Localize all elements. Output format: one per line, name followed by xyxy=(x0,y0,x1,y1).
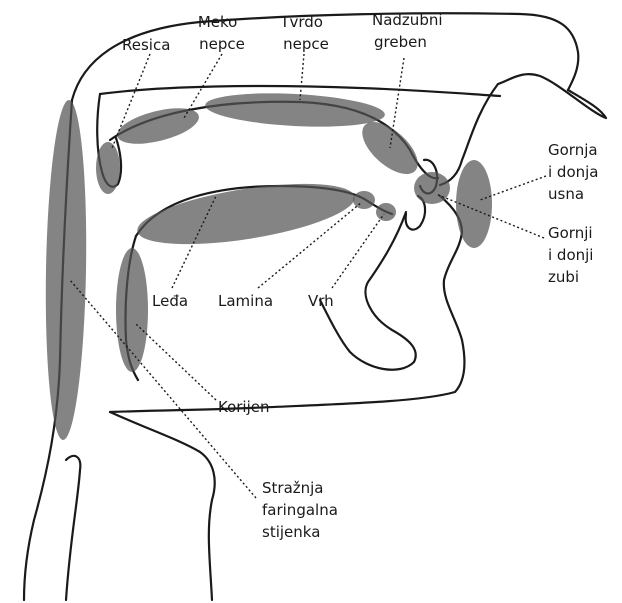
label-leda: Leđa xyxy=(152,292,188,310)
region-uvula xyxy=(96,142,120,194)
label-vrh: Vrh xyxy=(308,292,334,310)
region-pharyngeal-wall xyxy=(43,100,89,441)
articulator-regions xyxy=(43,89,492,440)
label-zubi: Gornji i donji zubi xyxy=(548,224,598,286)
throat-outline xyxy=(110,412,215,600)
jaw-outline xyxy=(320,212,416,370)
region-lips xyxy=(456,160,492,248)
region-hard-palate xyxy=(204,89,385,130)
labels: Resica Meko nepce Tvrdo nepce Nadzubni g… xyxy=(122,11,603,541)
region-dorsum xyxy=(133,172,358,256)
nose-outline xyxy=(498,74,606,118)
label-stijenka: Stražnja faringalna stijenka xyxy=(262,479,343,541)
label-korijen: Korijen xyxy=(218,398,270,416)
region-teeth xyxy=(414,172,450,204)
label-usna: Gornja i donja usna xyxy=(548,141,603,203)
larynx-outline xyxy=(66,456,80,600)
leader-korijen xyxy=(136,324,216,400)
leader-tvrdo-nepce xyxy=(300,54,304,100)
label-nadzubni-greben: Nadzubni greben xyxy=(372,11,447,51)
leader-vrh xyxy=(332,214,384,288)
region-tip xyxy=(376,203,396,221)
label-meko-nepce: Meko nepce xyxy=(198,13,245,53)
label-resica: Resica xyxy=(122,36,170,54)
label-lamina: Lamina xyxy=(218,292,273,310)
leader-stijenka xyxy=(70,280,256,498)
label-tvrdo-nepce: Tvrdo nepce xyxy=(279,13,329,53)
